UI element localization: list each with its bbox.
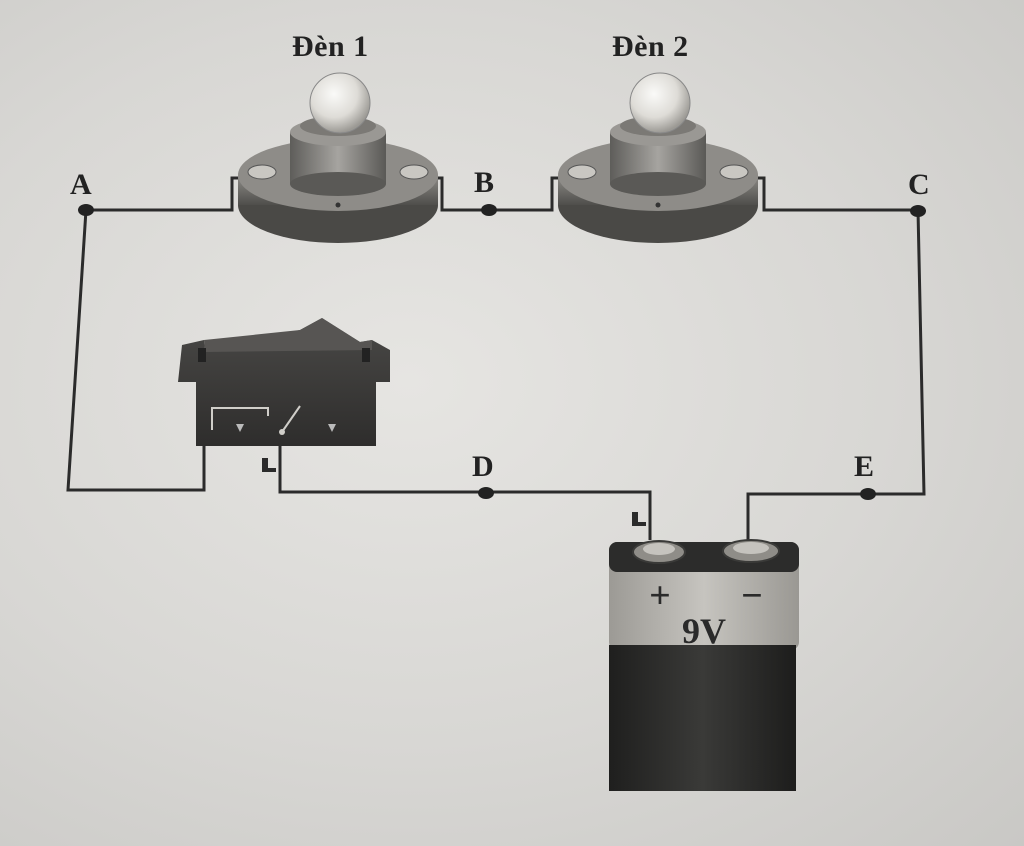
lamp-2-label: Đèn 2 [612,30,689,63]
point-a-dot [78,204,94,216]
point-c-label: C [908,168,930,201]
lamp-1-label: Đèn 1 [292,30,369,63]
point-a-label: A [70,168,92,201]
bulb-2 [629,72,691,134]
point-d-dot [478,487,494,499]
wire-c-e [868,209,926,496]
point-d-label: D [472,450,494,483]
point-b-label: B [474,166,495,199]
point-e-dot [860,488,876,500]
battery-plus-label: + [649,575,671,617]
point-e-label: E [854,450,875,483]
wire-e-battery [746,492,868,540]
lamp-2 [558,72,758,243]
wire-a-lamp1 [86,176,238,212]
wire-switch-d-battery [278,440,652,540]
lamp-1 [238,72,438,243]
point-b-dot [481,204,497,216]
junction-points [78,204,926,500]
battery-minus-label: − [741,575,763,617]
switch [178,318,390,472]
wire-lamp2-c [758,176,918,212]
battery-voltage-label: 9V [682,611,726,651]
battery-9v [609,512,799,791]
wire-lamp1-b-lamp2 [436,176,558,212]
point-c-dot [910,205,926,217]
bulb-1 [309,72,371,134]
